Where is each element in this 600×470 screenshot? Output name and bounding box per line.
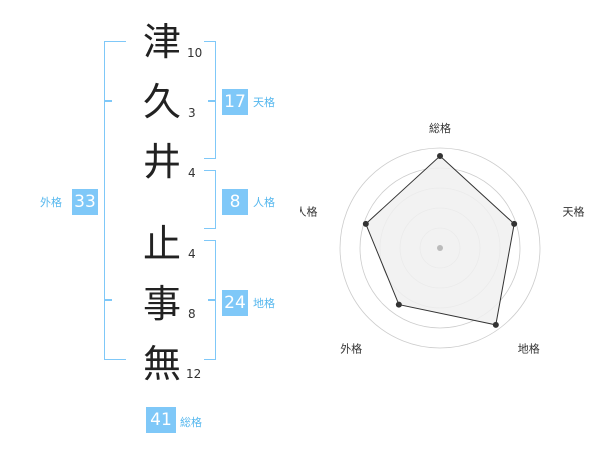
radar-axis-label-tenkaku: 天格 [563,204,585,218]
tenkaku-value-badge: 17 [222,89,248,115]
name-char-3: 井 [142,140,181,184]
gaikaku-value-badge: 33 [72,189,98,215]
radar-axis-label-jinkaku: 人格 [300,204,318,218]
soukaku-label: 総格 [180,416,202,429]
name-char-6: 無 [142,342,181,386]
stroke-count-5: 8 [188,307,196,321]
soukaku-value-badge: 41 [146,407,176,433]
radar-point-1 [437,153,443,159]
stroke-count-6: 12 [186,367,202,381]
stroke-count-3: 4 [188,166,196,180]
tenkaku-label: 天格 [253,96,275,109]
radar-ring-5 [339,147,541,349]
radar-point-2 [511,220,518,227]
name-char-2: 久 [142,80,181,124]
chikaku-value-badge: 24 [222,290,248,316]
stroke-count-4: 4 [188,247,196,261]
radar-data-area [365,155,515,326]
radar-axis-label-gaikaku: 外格 [340,342,362,356]
stroke-count-2: 3 [188,106,196,120]
radar-axis-label-chikaku: 地格 [518,342,540,356]
jinkaku-value-badge: 8 [222,189,248,215]
stroke-count-1: 10 [187,46,203,60]
jinkaku-label: 人格 [253,196,275,209]
gaikaku-bracket-tick-lower [104,299,112,301]
chikaku-label: 地格 [253,297,275,310]
radar-axis-label-soukaku: 総格 [429,121,451,135]
gaikaku-label: 外格 [40,196,62,209]
name-char-5: 事 [142,282,181,326]
chikaku-bracket-tick [208,299,216,301]
name-char-1: 津 [142,20,181,64]
jinkaku-bracket [204,170,216,229]
radar-center-dot [437,245,443,251]
fortune-radar-chart: 総格 天格 地格 外格 人格 [300,121,585,356]
gaikaku-bracket-tick-upper [104,100,112,102]
radar-point-3 [492,321,499,328]
radar-point-5 [362,220,369,227]
tenkaku-bracket-tick [208,100,216,102]
gaikaku-bracket [104,41,126,360]
radar-point-4 [395,301,402,308]
name-char-4: 止 [142,222,181,266]
